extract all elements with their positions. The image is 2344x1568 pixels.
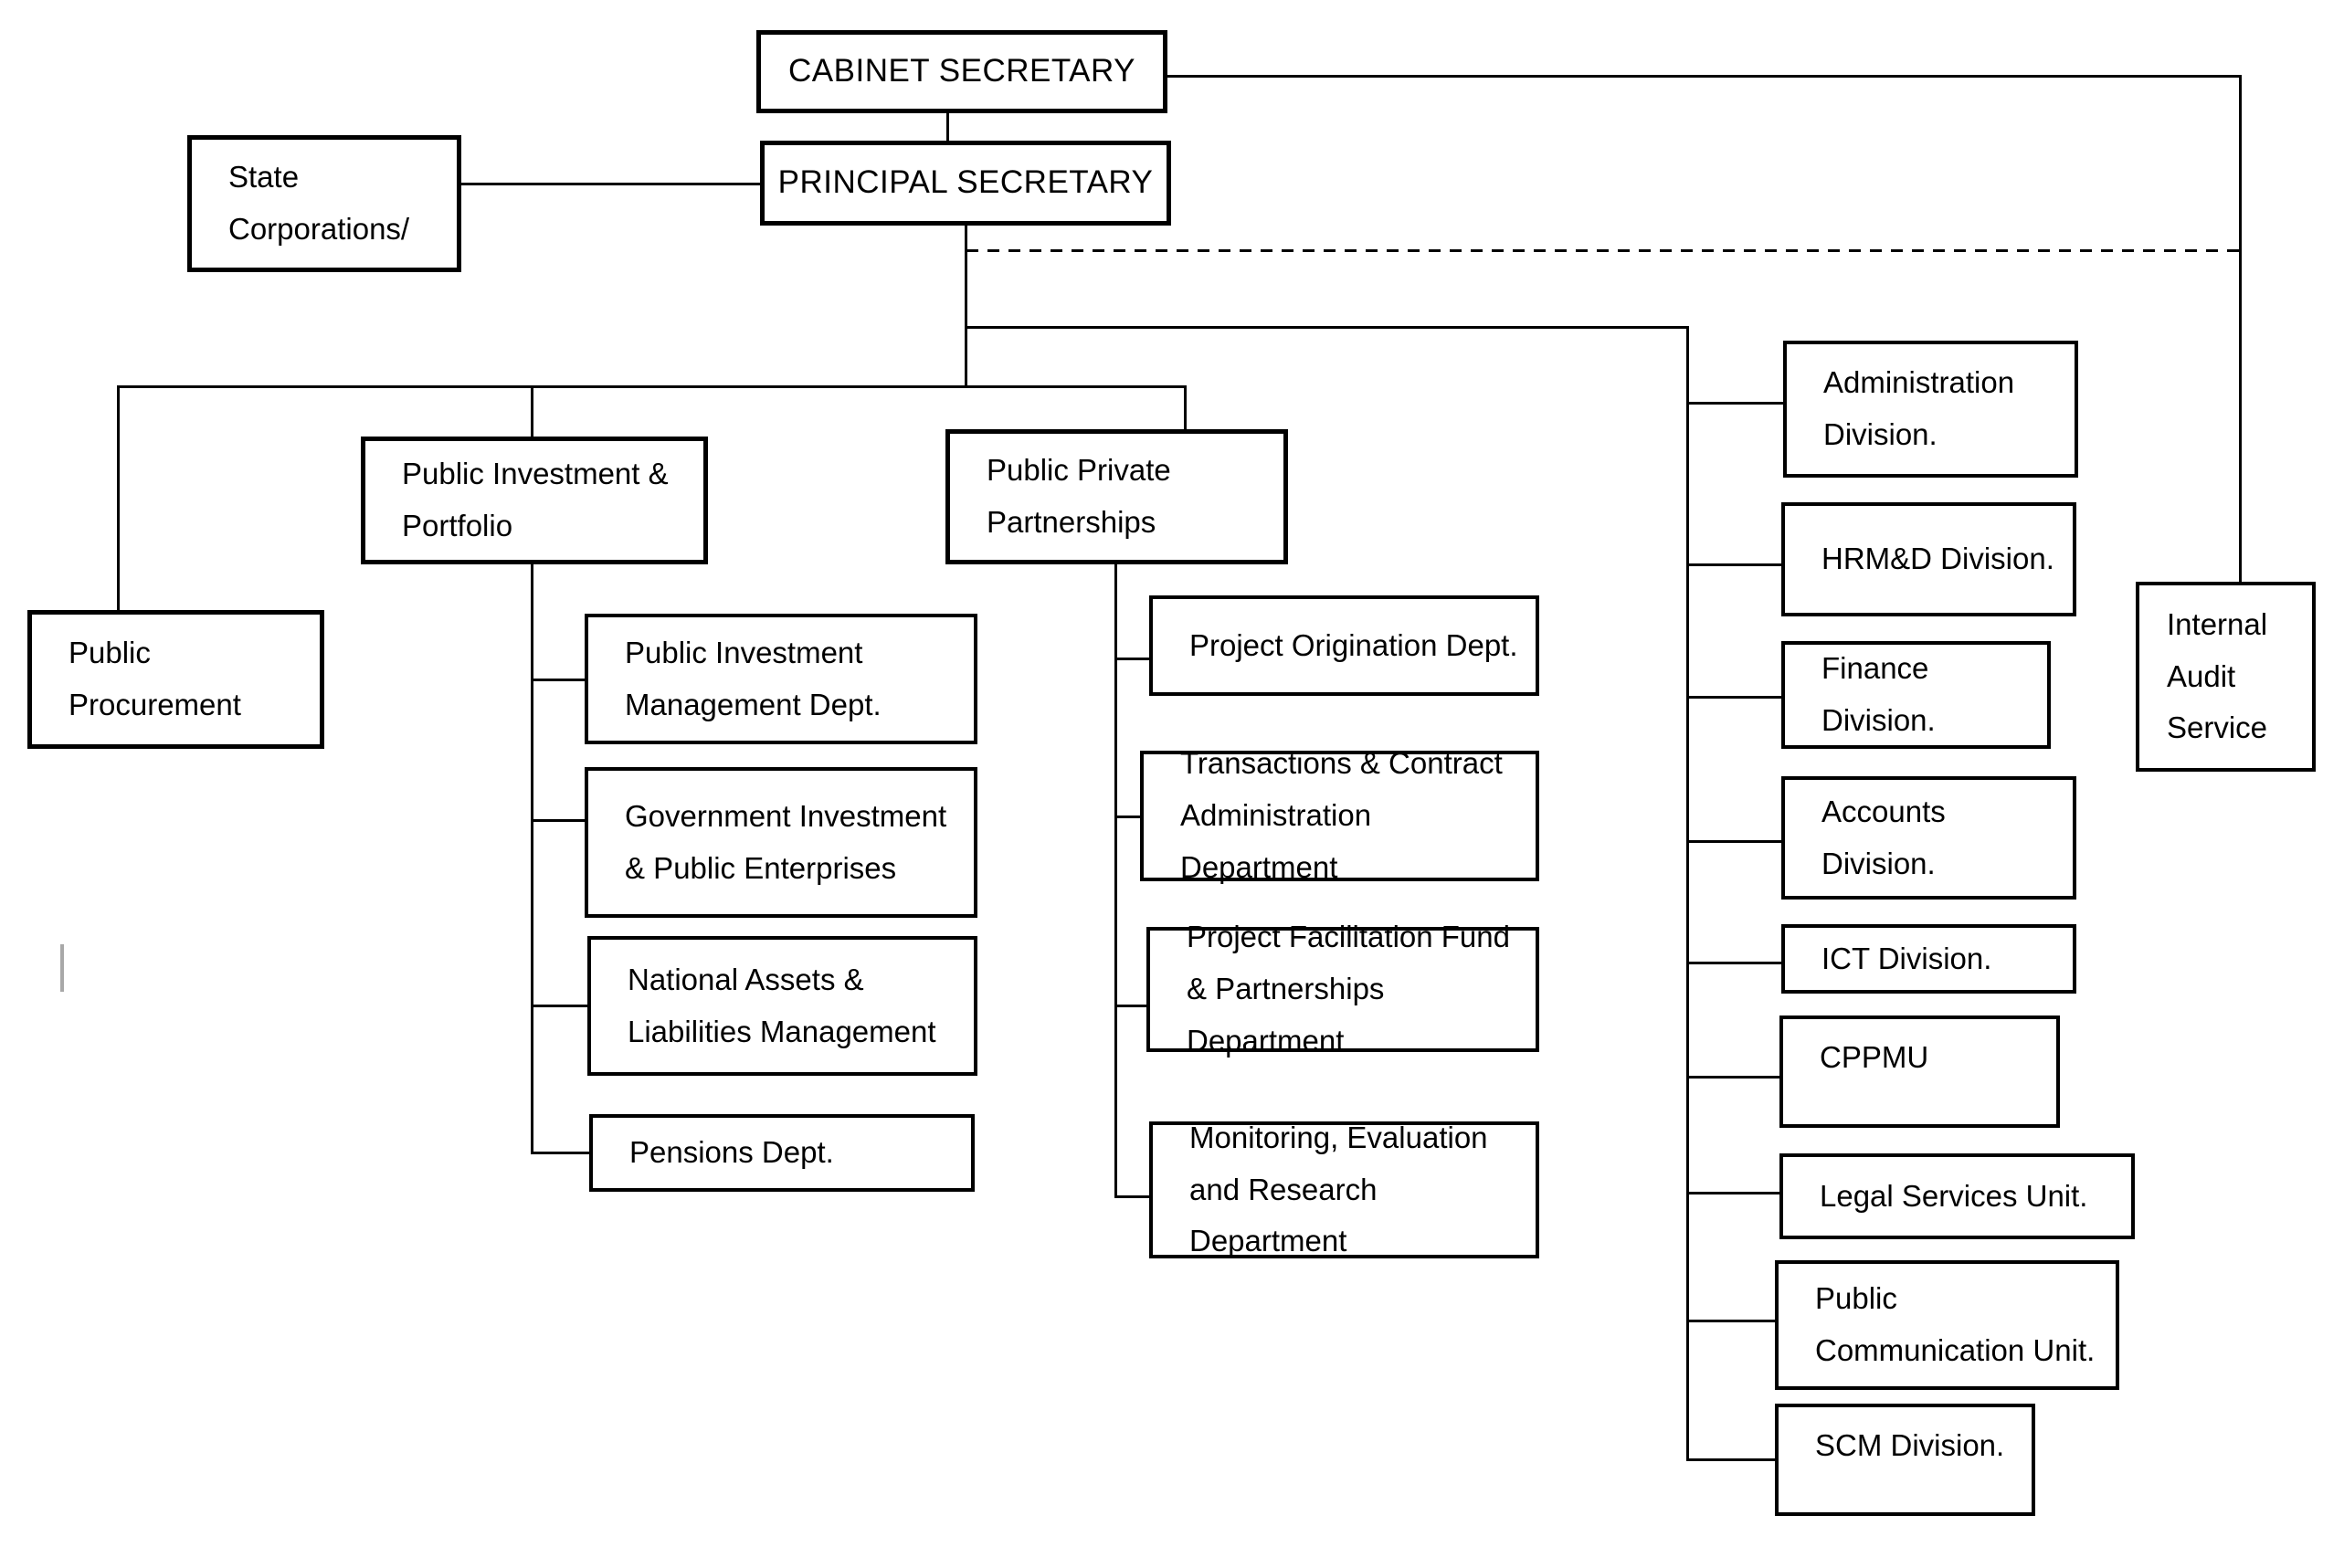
node-legal-services-unit: Legal Services Unit. [1779, 1153, 2135, 1239]
node-public-private-partnerships: Public Private Partnerships [945, 429, 1288, 564]
connector-ps-to-right-spine [965, 326, 1689, 329]
node-label: Project Origination Dept. [1189, 627, 1518, 662]
connector-drop-public-procurement [117, 385, 120, 612]
connector-pip-stub-2 [531, 819, 586, 822]
connector-drop-pip [531, 385, 533, 438]
node-label: PRINCIPAL SECRETARY [777, 164, 1154, 201]
node-label: Project Facilitation Fund & Partnerships… [1187, 920, 1510, 1058]
node-label: CPPMU [1820, 1040, 1929, 1074]
node-label: Monitoring, Evaluation and Research Depa… [1189, 1120, 1488, 1258]
node-label: Public Procurement [69, 636, 241, 721]
connector-pip-stub-3 [531, 1005, 588, 1007]
node-project-origination-dept: Project Origination Dept. [1149, 595, 1539, 696]
connector-div-stub-3 [1686, 696, 1783, 699]
connector-div-stub-6 [1686, 1076, 1781, 1079]
node-public-investment-management-dept: Public Investment Management Dept. [585, 614, 977, 744]
node-public-investment-portfolio: Public Investment & Portfolio [361, 437, 708, 564]
node-label: Finance Division. [1821, 651, 1936, 737]
node-label: Administration Division. [1823, 365, 2015, 451]
node-internal-audit-service: Internal Audit Service [2136, 582, 2316, 772]
node-label: HRM&D Division. [1821, 542, 2054, 576]
connector-internal-audit-drop [2239, 75, 2242, 584]
node-accounts-division: Accounts Division. [1781, 776, 2076, 900]
node-monitoring-evaluation-research: Monitoring, Evaluation and Research Depa… [1149, 1121, 1539, 1258]
node-label: State Corporations/ [228, 160, 410, 246]
node-public-procurement: Public Procurement [27, 610, 324, 749]
node-project-facilitation-fund-partnerships: Project Facilitation Fund & Partnerships… [1146, 920, 1539, 1058]
connector-ppp-stub-2 [1114, 816, 1142, 818]
node-label: Internal Audit Service [2167, 606, 2268, 745]
node-label: Accounts Division. [1821, 794, 1946, 880]
connector-div-stub-7 [1686, 1192, 1781, 1194]
node-pensions-dept: Pensions Dept. [589, 1114, 975, 1192]
node-cabinet-secretary: CABINET SECRETARY [756, 30, 1167, 113]
connector-right-spine [1686, 326, 1689, 1461]
node-state-corporations: State Corporations/ [187, 135, 461, 272]
stray-mark [60, 944, 64, 992]
connector-pip-stub-1 [531, 679, 586, 681]
node-transactions-contract-administration: Transactions & Contract Administration D… [1140, 746, 1539, 884]
node-ict-division: ICT Division. [1781, 924, 2076, 994]
node-national-assets-liabilities-management: National Assets & Liabilities Management [587, 936, 977, 1076]
connector-cs-to-ps [946, 113, 949, 142]
node-principal-secretary: PRINCIPAL SECRETARY [760, 141, 1171, 226]
connector-pip-spine [531, 563, 533, 1154]
node-label: Public Investment Management Dept. [625, 635, 882, 721]
node-label: Transactions & Contract Administration D… [1180, 746, 1503, 884]
connector-div-stub-5 [1686, 962, 1783, 964]
node-label: ICT Division. [1821, 941, 1992, 975]
node-label: National Assets & Liabilities Management [628, 962, 936, 1048]
connector-drop-ppp [1184, 385, 1187, 431]
node-label: Government Investment & Public Enterpris… [625, 798, 947, 885]
node-administration-division: Administration Division. [1783, 341, 2078, 478]
connector-div-stub-4 [1686, 840, 1783, 843]
connector-cs-to-internal-audit [1167, 75, 2242, 78]
connector-branches-bar [117, 385, 1187, 388]
node-label: Public Communication Unit. [1815, 1281, 2096, 1367]
connector-div-stub-2 [1686, 563, 1783, 566]
connector-div-stub-8 [1686, 1320, 1777, 1322]
connector-pip-stub-4 [531, 1152, 590, 1154]
connector-state-corp-to-ps [461, 183, 761, 185]
node-scm-division: SCM Division. [1775, 1404, 2035, 1516]
connector-ppp-spine [1114, 563, 1117, 1198]
node-label: Public Private Partnerships [987, 453, 1171, 539]
node-finance-division: Finance Division. [1781, 641, 2051, 749]
node-cppmu: CPPMU [1779, 1016, 2060, 1128]
node-label: SCM Division. [1815, 1428, 2005, 1462]
node-label: Pensions Dept. [629, 1135, 834, 1170]
node-public-communication-unit: Public Communication Unit. [1775, 1260, 2119, 1390]
node-government-investment-public-enterprises: Government Investment & Public Enterpris… [585, 767, 977, 918]
connector-ppp-stub-4 [1114, 1195, 1151, 1198]
node-label: CABINET SECRETARY [788, 53, 1135, 89]
node-label: Legal Services Unit. [1820, 1178, 2088, 1213]
connector-dashed-delegation [966, 249, 2240, 252]
node-label: Public Investment & Portfolio [402, 457, 669, 542]
connector-div-stub-1 [1686, 402, 1785, 405]
connector-ppp-stub-1 [1114, 658, 1151, 660]
node-hrmd-division: HRM&D Division. [1781, 502, 2076, 616]
connector-ps-down [965, 226, 967, 387]
connector-div-stub-9 [1686, 1458, 1777, 1461]
connector-ppp-stub-3 [1114, 1005, 1148, 1007]
